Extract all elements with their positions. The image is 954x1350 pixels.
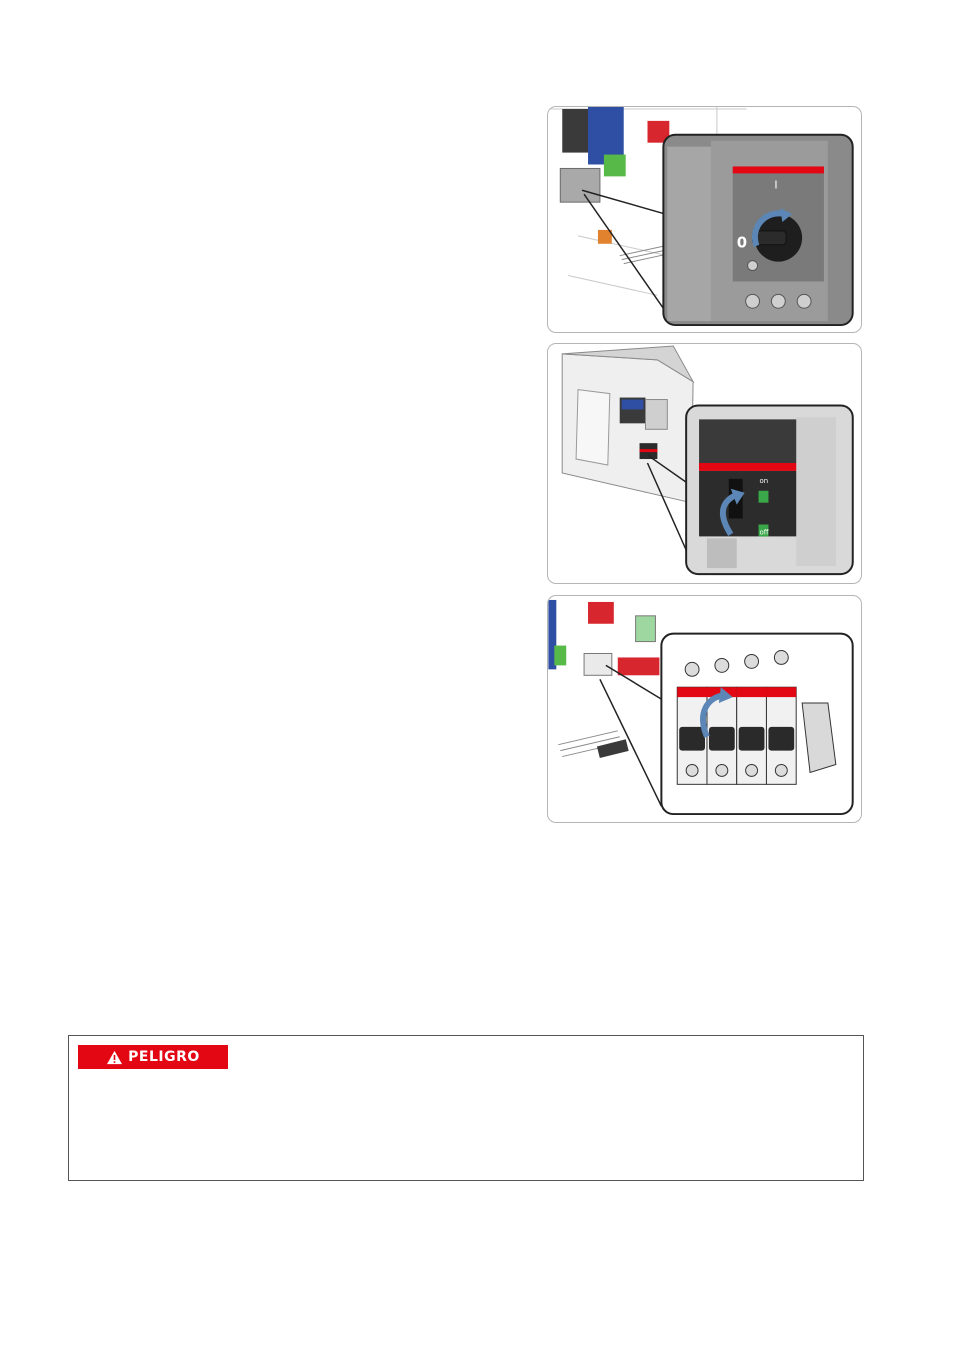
figure-circuit-breaker: on off — [547, 343, 862, 584]
danger-label: PELIGRO — [78, 1045, 228, 1069]
breaker-off-label: off — [760, 528, 769, 536]
warning-triangle-icon — [107, 1050, 123, 1064]
figure-switch-disconnector: I 0 — [547, 106, 862, 333]
circuit-breaker-illustration: on off — [561, 345, 854, 576]
switch-disconnector-illustration: I 0 — [548, 107, 854, 327]
breaker-on-label: on — [760, 477, 769, 485]
danger-label-text: PELIGRO — [128, 1049, 200, 1065]
position-0-label: 0 — [737, 234, 747, 252]
position-i-label: I — [774, 178, 777, 191]
danger-notice: PELIGRO — [68, 1035, 864, 1181]
figure-miniature-breakers — [547, 595, 862, 823]
miniature-breakers-illustration — [548, 599, 854, 816]
